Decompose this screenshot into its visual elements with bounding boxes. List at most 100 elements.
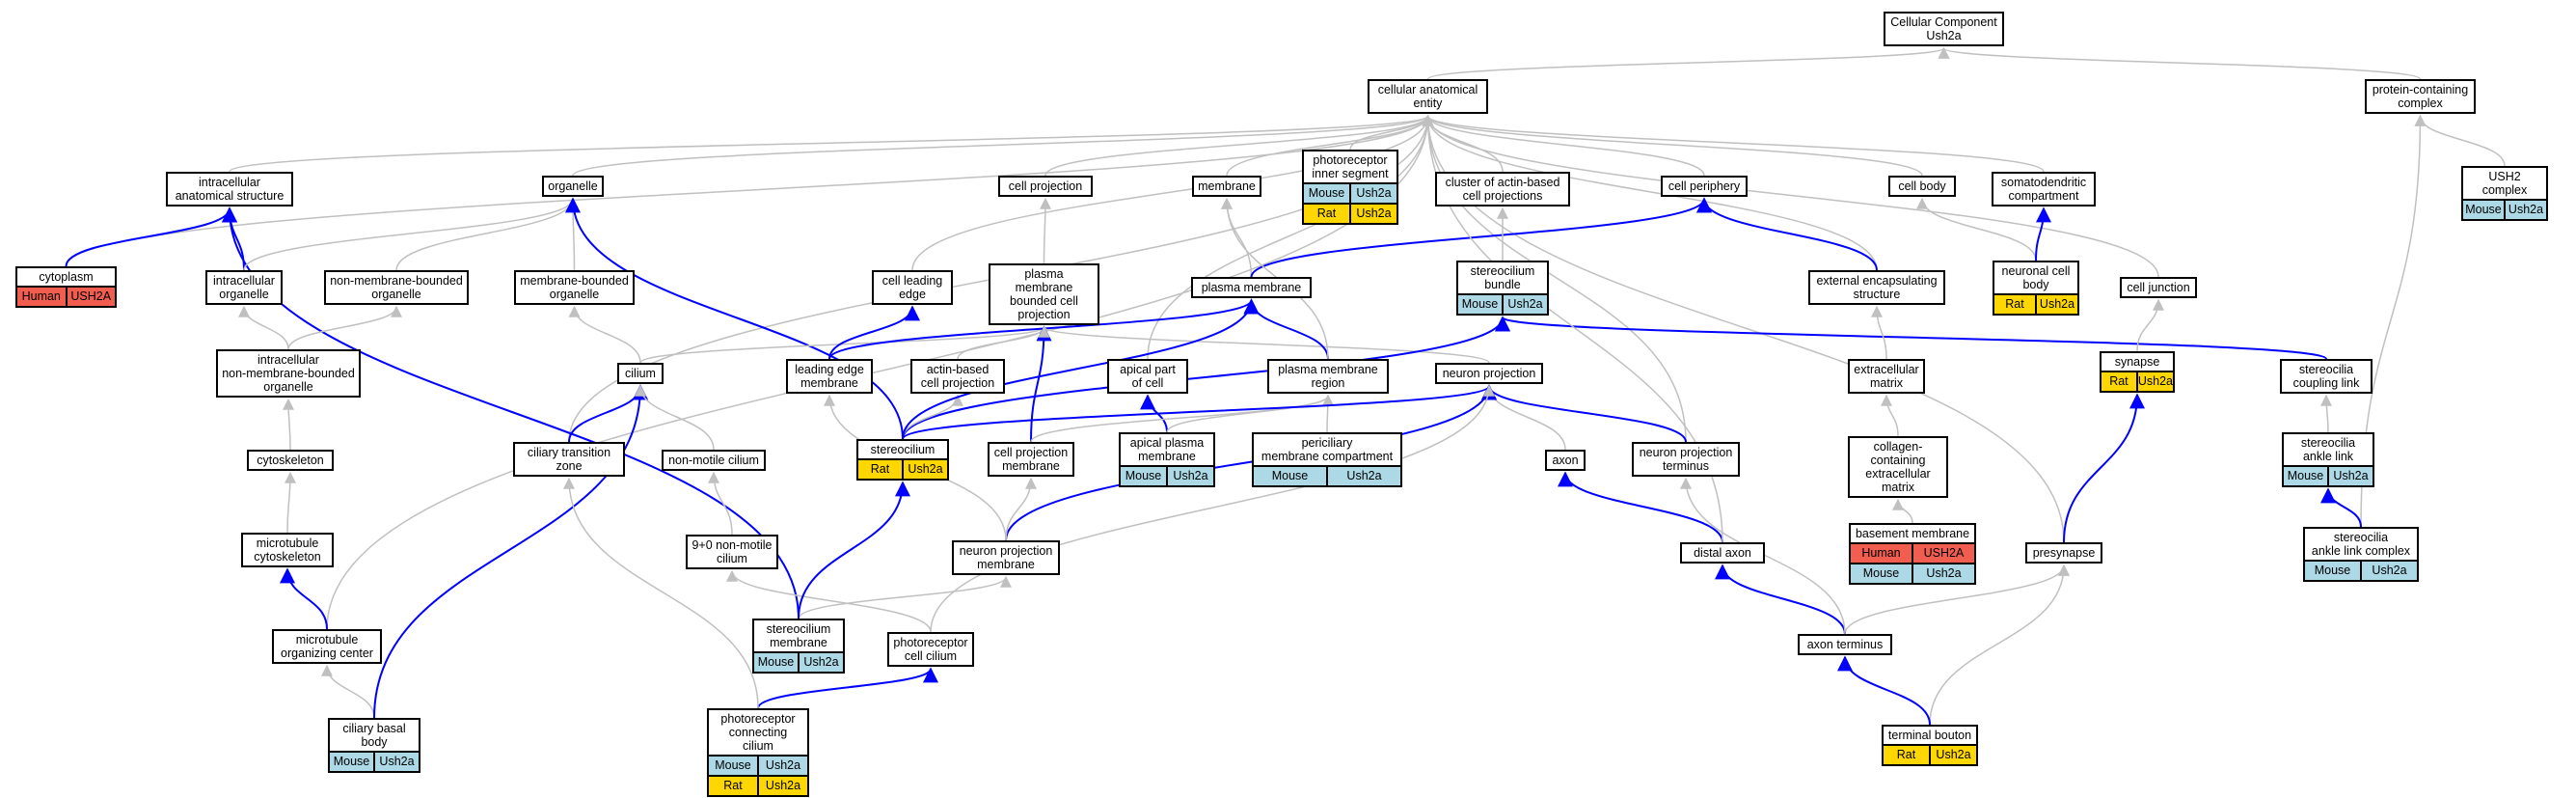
gene-cell: Ush2a xyxy=(902,460,947,479)
edge-np-to-pmbcp xyxy=(1038,325,1490,364)
node-pm[interactable]: plasma membrane xyxy=(1191,277,1312,298)
node-moc[interactable]: microtubule organizing center xyxy=(272,629,382,664)
edge-apical-to-cae xyxy=(1147,114,1434,360)
node-axterm[interactable]: axon terminus xyxy=(1798,634,1892,655)
edge-moc-to-cae xyxy=(326,114,1434,630)
node-membrane[interactable]: membrane xyxy=(1192,176,1261,197)
edge-apm-to-pmr xyxy=(1166,394,1334,433)
edge-membrane-to-cae xyxy=(1226,114,1434,177)
edge-stereocilium-to-organelle xyxy=(565,197,904,440)
node-label: cell body xyxy=(1898,179,1946,193)
node-scl[interactable]: stereocilia coupling link xyxy=(2280,359,2373,394)
node-label: plasma membrane xyxy=(1201,281,1302,294)
node-cytoskeleton[interactable]: cytoskeleton xyxy=(247,450,334,471)
node-label: cell projection membrane xyxy=(993,446,1069,473)
node-cpm[interactable]: cell projection membrane xyxy=(988,442,1074,477)
node-ecm[interactable]: extracellular matrix xyxy=(1848,359,1925,394)
node-cilium[interactable]: cilium xyxy=(617,363,664,384)
node-axon[interactable]: axon xyxy=(1545,450,1586,471)
edge-cilium-to-pmbcp xyxy=(639,325,1050,364)
edge-pcc2-to-ctz xyxy=(563,477,759,709)
node-pmr[interactable]: plasma membrane region xyxy=(1267,359,1389,394)
gene-cell: USH2A xyxy=(65,288,115,306)
node-label: collagen-containing extracellular matrix xyxy=(1865,440,1931,494)
node-np[interactable]: neuron projection xyxy=(1435,363,1543,384)
node-pcc[interactable]: protein-containing complex xyxy=(2365,79,2476,114)
node-label: stereocilia ankle link complex xyxy=(2311,531,2411,558)
edge-intraorg-to-organelle xyxy=(243,197,579,271)
node-cae[interactable]: cellular anatomical entity xyxy=(1368,79,1488,114)
edge-npm-to-np xyxy=(1005,384,1497,541)
node-ctz[interactable]: ciliary transition zone xyxy=(513,442,625,477)
node-cellbody[interactable]: cell body xyxy=(1888,176,1956,197)
node-label: cellular anatomical entity xyxy=(1377,83,1478,110)
node-label: stereocilium membrane xyxy=(766,622,831,649)
node-label: cell junction xyxy=(2127,281,2190,294)
node-apical[interactable]: apical part of cell xyxy=(1107,359,1188,394)
node-npt[interactable]: neuron projection terminus xyxy=(1632,442,1740,477)
node-pmbcp[interactable]: plasma membrane bounded cell projection xyxy=(989,263,1099,325)
node-somato[interactable]: somatodendritic compartment xyxy=(1992,172,2096,206)
node-distal[interactable]: distal axon xyxy=(1680,542,1765,564)
node-cellproj[interactable]: cell projection xyxy=(998,176,1093,197)
node-label: neuron projection terminus xyxy=(1639,446,1733,473)
node-mt[interactable]: microtubule cytoskeleton xyxy=(241,533,334,567)
edge-bm-to-ccem xyxy=(1892,498,1913,524)
node-celljunc[interactable]: cell junction xyxy=(2120,277,2197,298)
node-label: cell projection xyxy=(1008,179,1083,193)
node-cabcp[interactable]: cluster of actin-based cell projections xyxy=(1435,172,1570,206)
node-n90[interactable]: 9+0 non-motile cilium xyxy=(686,535,778,569)
node-membound[interactable]: membrane-bounded organelle xyxy=(514,270,635,305)
edge-celljunc-to-cae xyxy=(1422,114,2159,278)
edge-cellper-to-cae xyxy=(1422,114,1705,177)
node-root[interactable]: Cellular Component Ush2a xyxy=(1884,12,2004,46)
node-label: neuron projection membrane xyxy=(959,544,1053,571)
node-pcilium[interactable]: photoreceptor cell cilium xyxy=(887,632,974,667)
node-ecs[interactable]: external encapsulating structure xyxy=(1808,270,1945,305)
node-label: microtubule cytoskeleton xyxy=(254,537,321,564)
edge-lem-to-cle xyxy=(828,305,920,360)
gene-cell: Ush2a xyxy=(2135,372,2173,391)
node-ias[interactable]: intracellular anatomical structure xyxy=(166,172,293,206)
node-ccem[interactable]: collagen-containing extracellular matrix xyxy=(1848,436,1948,498)
node-intranonmem[interactable]: intracellular non-membrane-bounded organ… xyxy=(216,349,361,398)
node-label: neuron projection xyxy=(1442,367,1536,380)
node-cellper[interactable]: cell periphery xyxy=(1661,176,1748,197)
node-npm[interactable]: neuron projection membrane xyxy=(952,540,1060,575)
edge-n90-to-nmc xyxy=(708,471,733,536)
node-nonmem[interactable]: non-membrane-bounded organelle xyxy=(324,270,469,305)
species-cell: Rat xyxy=(1304,205,1349,223)
edge-npm-to-cpm xyxy=(1005,477,1037,541)
node-intraorg[interactable]: intracellular organelle xyxy=(205,270,283,305)
gene-cell: Ush2a xyxy=(798,653,843,672)
node-abcp[interactable]: actin-based cell projection xyxy=(910,359,1005,394)
edge-cilium-to-membound xyxy=(568,305,641,364)
node-presyn[interactable]: presynapse xyxy=(2025,542,2102,564)
node-nmc[interactable]: non-motile cilium xyxy=(662,450,766,471)
node-organelle[interactable]: organelle xyxy=(542,176,604,197)
gene-cell: Ush2a xyxy=(1166,467,1213,485)
node-cle[interactable]: cell leading edge xyxy=(872,270,953,305)
node-lem[interactable]: leading edge membrane xyxy=(786,359,873,394)
node-label: leading edge membrane xyxy=(795,363,864,390)
